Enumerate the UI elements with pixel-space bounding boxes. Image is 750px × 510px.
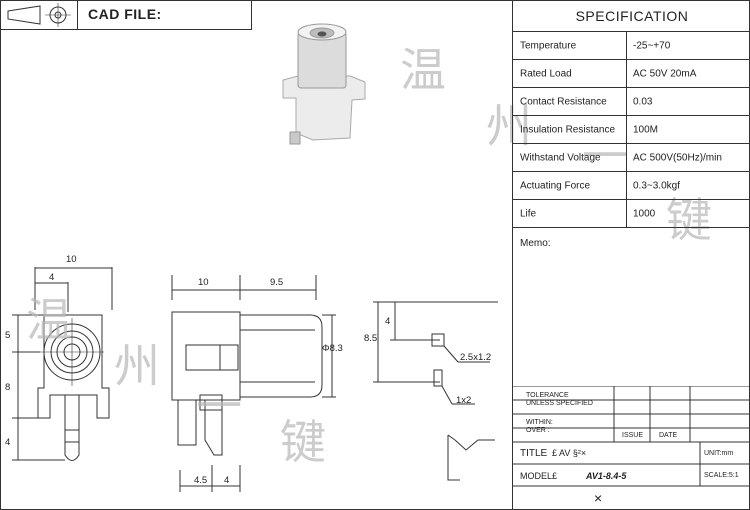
spec-value: 0.03 — [633, 96, 653, 107]
tolerance-label: TOLERANCE — [526, 392, 569, 399]
pcb-layout-view — [373, 301, 498, 481]
technical-drawing — [12, 23, 498, 492]
watermark-char-2: 州 — [486, 99, 532, 153]
spec-title: SPECIFICATION — [513, 0, 750, 32]
title-block: TOLERANCE UNLESS SPECIFIED WITHIN: OVER … — [512, 386, 750, 510]
spec-value: 100M — [633, 124, 659, 135]
watermark-char-4: 键 — [666, 193, 712, 247]
spec-value: 0.3~3.0kgf — [633, 180, 680, 191]
title-label: TITLE — [520, 448, 548, 459]
spec-row: Actuating Force 0.3~3.0kgf — [513, 172, 750, 200]
spec-key: Temperature — [520, 40, 577, 51]
spec-row: Life 1000 — [513, 200, 750, 228]
dim-side-w1: 10 — [198, 277, 209, 288]
memo-label: Memo: — [520, 238, 551, 249]
spec-value: -25~+70 — [633, 40, 671, 51]
cad-header: CAD FILE: — [0, 0, 252, 30]
spec-row: Insulation Resistance 100M — [513, 116, 750, 144]
dim-front-h1: 5 — [5, 330, 11, 341]
watermark-char-1: 温 — [400, 43, 446, 97]
spec-key: Withstand Voltage — [520, 152, 601, 163]
dim-front-h3: 4 — [5, 437, 11, 448]
watermark-char-8: 键 — [280, 415, 326, 469]
dim-pcb-h2: 4 — [385, 316, 391, 327]
dim-front-width: 10 — [66, 254, 77, 265]
dim-side-b1: 4.5 — [194, 475, 208, 486]
model-label: MODEL£ — [520, 471, 558, 481]
dim-front-h2: 8 — [5, 382, 11, 393]
spec-key: Rated Load — [520, 68, 572, 79]
product-render-icon — [282, 23, 366, 145]
cad-file-label: CAD FILE: — [88, 6, 162, 22]
watermark-char-6: 州 — [114, 339, 160, 393]
spec-value: AC 50V 20mA — [633, 68, 697, 79]
title-value: £ AV §²× — [552, 448, 587, 458]
spec-value: 1000 — [633, 208, 656, 219]
spec-row: Withstand Voltage AC 500V(50Hz)/min — [513, 144, 750, 172]
spec-key: Actuating Force — [520, 180, 591, 191]
dim-pcb-hole2: 1x2 — [456, 395, 472, 406]
watermark-char-3: 一 — [582, 129, 628, 183]
dim-side-b2: 4 — [224, 475, 230, 486]
specification-panel: SPECIFICATION Temperature -25~+70 Rated L… — [512, 0, 750, 510]
issue-label: ISSUE — [622, 432, 644, 439]
spec-row: Temperature -25~+70 — [513, 32, 750, 60]
watermark-char-7: 一 — [196, 379, 242, 433]
dim-side-dia: Φ8.3 — [322, 343, 343, 354]
dim-pcb-h1: 8.5 — [364, 333, 378, 344]
dim-side-w2: 9.5 — [270, 277, 284, 288]
spec-key: Insulation Resistance — [520, 124, 616, 135]
model-value: AV1-8.4-5 — [586, 471, 627, 481]
spec-row: Rated Load AC 50V 20mA — [513, 60, 750, 88]
unless-specified-label: UNLESS SPECIFIED — [526, 400, 593, 407]
date-label: DATE — [659, 432, 678, 439]
unit-label: UNIT:mm — [704, 450, 734, 457]
side-view — [171, 275, 336, 492]
dim-pcb-hole1: 2.5x1.2 — [460, 352, 492, 363]
watermark-char-5: 温 — [26, 293, 72, 347]
within-label: WITHIN: — [526, 419, 553, 426]
scale-label: SCALE:5:1 — [704, 472, 739, 479]
spec-row: Contact Resistance 0.03 — [513, 88, 750, 116]
over-label: OVER : — [526, 427, 550, 434]
spec-key: Contact Resistance — [520, 96, 607, 107]
dim-front-offset: 4 — [49, 272, 55, 283]
projection-symbol-icon — [0, 0, 78, 30]
spec-value: AC 500V(50Hz)/min — [633, 152, 722, 163]
spec-key: Life — [520, 208, 537, 219]
front-view — [12, 267, 113, 461]
close-mark-icon: × — [594, 490, 603, 506]
